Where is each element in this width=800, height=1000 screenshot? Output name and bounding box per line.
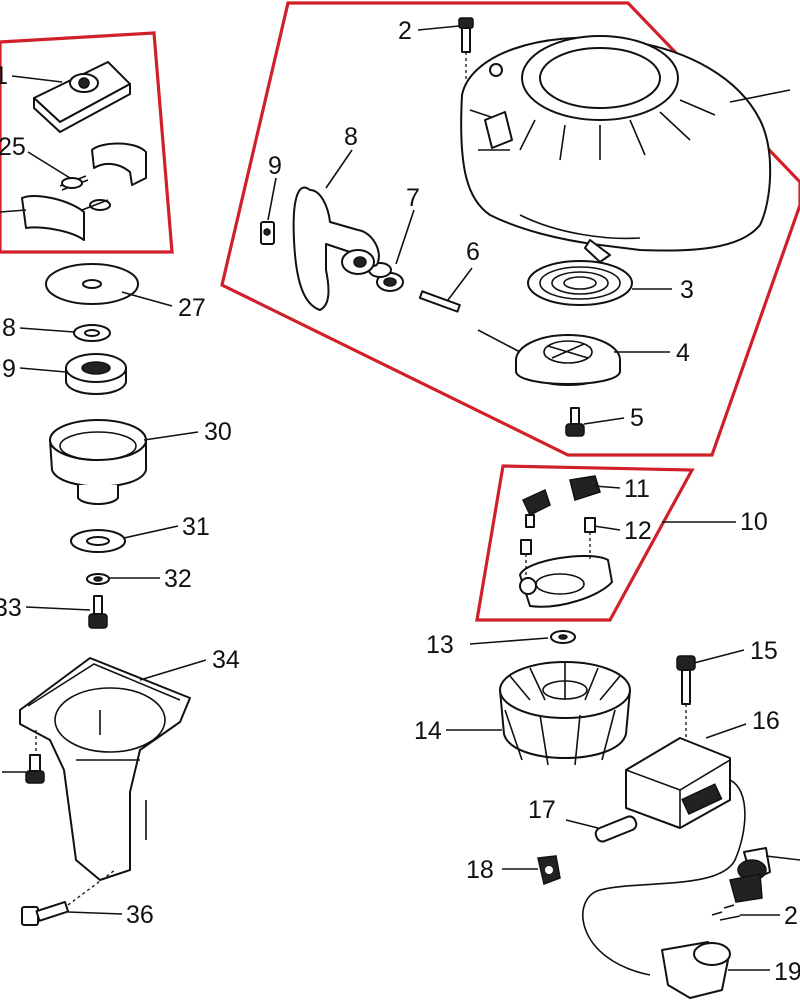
wire-clip xyxy=(537,855,561,886)
callout-8: 8 xyxy=(344,123,358,151)
callout-33: 33 xyxy=(0,594,22,622)
callout-19: 19 xyxy=(774,958,800,986)
callout-numbers: 2 3 4 5 6 7 8 9 10 11 12 13 14 15 16 17 … xyxy=(0,17,800,986)
clutch-plate xyxy=(33,61,131,133)
callout-36: 36 xyxy=(126,901,154,929)
pulley-screw xyxy=(565,407,585,437)
starter-handle xyxy=(292,186,380,311)
callout-32: 32 xyxy=(164,565,192,593)
coil-pin xyxy=(594,815,638,843)
air-guide-group-frame xyxy=(475,464,695,622)
callout-25: 25 xyxy=(0,133,26,161)
callout-26: 1 xyxy=(0,62,8,90)
callout-4: 4 xyxy=(676,339,690,367)
rope-guide xyxy=(368,262,404,292)
clutch-springs xyxy=(59,175,111,211)
callout-13: 13 xyxy=(426,631,454,659)
air-guide-plate xyxy=(519,554,613,608)
recoil-pulley xyxy=(477,329,621,386)
small-washer xyxy=(86,573,110,585)
clutch-drum xyxy=(49,419,147,505)
starter-group-frame xyxy=(220,1,800,457)
callout-3: 3 xyxy=(680,276,694,304)
callout-30: 30 xyxy=(204,418,232,446)
plug-spring xyxy=(711,847,771,921)
callout-14: 14 xyxy=(414,717,442,745)
callout-34: 34 xyxy=(212,646,240,674)
ignition-coil xyxy=(582,737,746,976)
callout-2: 2 xyxy=(398,17,412,45)
callout-16: 16 xyxy=(752,707,780,735)
flywheel-washer xyxy=(550,630,576,644)
starter-rope xyxy=(418,290,461,313)
spark-plug-cap xyxy=(661,941,731,999)
callout-10: 10 xyxy=(740,508,768,536)
clutch-housing xyxy=(19,657,191,881)
coil-bolt xyxy=(676,655,696,740)
callout-9: 9 xyxy=(268,152,282,180)
ball-bearing xyxy=(65,353,127,395)
clutch-washer xyxy=(45,263,139,305)
callout-20: 2 xyxy=(784,902,798,930)
callout-12: 12 xyxy=(624,517,652,545)
callout-27: 27 xyxy=(178,294,206,322)
case-screw xyxy=(458,17,474,80)
callout-11: 11 xyxy=(624,475,650,503)
drum-washer xyxy=(70,529,126,553)
stop-bracket-right xyxy=(569,475,601,501)
drum-screw xyxy=(88,595,108,629)
leader-lines xyxy=(0,25,800,971)
callout-5: 5 xyxy=(630,404,644,432)
stop-springs xyxy=(520,517,596,575)
callout-31: 31 xyxy=(182,513,210,541)
callout-28: 8 xyxy=(2,314,16,342)
clutch-shoe-lower xyxy=(21,194,85,241)
callout-18: 18 xyxy=(466,856,494,884)
stop-bracket-left xyxy=(522,488,551,528)
starter-case xyxy=(460,35,772,263)
clutch-group-frame xyxy=(0,31,174,254)
callout-17: 17 xyxy=(528,796,556,824)
flywheel xyxy=(499,661,631,766)
clutch-shoe-upper xyxy=(91,142,147,186)
callout-29: 9 xyxy=(2,355,16,383)
housing-bolt xyxy=(21,869,116,926)
spacer-washer xyxy=(73,324,111,342)
callout-6: 6 xyxy=(466,238,480,266)
rope-clip xyxy=(260,221,275,245)
recoil-spring xyxy=(527,260,633,306)
callout-7: 7 xyxy=(406,184,420,212)
housing-screw xyxy=(25,730,45,784)
callout-15: 15 xyxy=(750,637,778,665)
